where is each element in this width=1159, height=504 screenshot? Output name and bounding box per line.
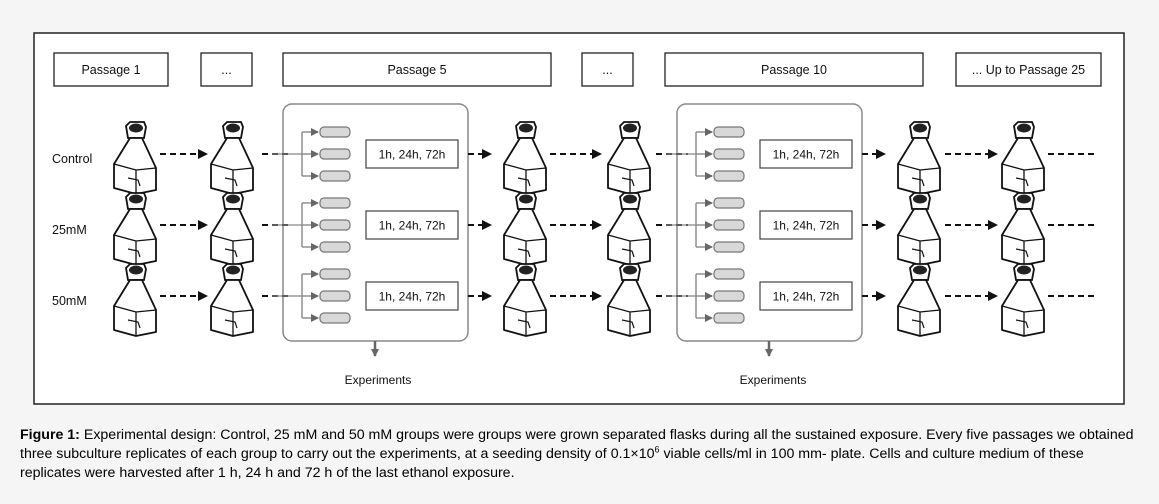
row-50mm: 1h, 24h, 72h 1h, 24h, 72h [113,263,1094,337]
flask-icon [897,121,941,195]
header-passage-1: Passage 1 [53,52,169,87]
row-control: 1h, 24h, 72h 1h, 24h, 72h [113,121,1094,195]
time-points-box-label: 1h, 24h, 72h [379,290,446,304]
culture-tube [319,148,351,160]
time-points-box-label: 1h, 24h, 72h [773,148,840,162]
time-points-box-label: 1h, 24h, 72h [773,290,840,304]
header-passage-10-label: Passage 10 [761,63,827,77]
flask-icon [210,121,254,195]
culture-tube [713,290,745,302]
time-points-box-label: 1h, 24h, 72h [379,219,446,233]
flask-icon [503,192,547,266]
header-ellipsis-2-label: ... [602,63,612,77]
experiments-label-passage-10: Experiments [740,373,807,387]
time-points-box: 1h, 24h, 72h [759,281,853,311]
culture-tube [319,170,351,182]
time-points-box: 1h, 24h, 72h [759,210,853,240]
subculture-replicates [272,268,351,324]
subculture-replicates [666,268,745,324]
experimental-design-diagram: Passage 1... Passage 5... Passage 10 ... Up… [33,32,1125,405]
culture-tube [319,268,351,280]
culture-tube [319,126,351,138]
row-label-1: 25mM [52,223,87,237]
flask-icon [210,263,254,337]
time-points-box: 1h, 24h, 72h [365,139,459,169]
subculture-replicates [666,126,745,182]
header-passage-10: Passage 10 [664,52,924,87]
subculture-replicates [272,197,351,253]
header-passage-1-label: Passage 1 [81,63,140,77]
culture-tube [713,126,745,138]
figure-caption: Figure 1: Experimental design: Control, … [20,426,1140,483]
culture-tube [319,241,351,253]
time-points-box-label: 1h, 24h, 72h [773,219,840,233]
header-passage-5-label: Passage 5 [387,63,446,77]
diagram-border [33,32,1125,405]
culture-tube [713,197,745,209]
flask-icon [210,192,254,266]
caption-label: Figure 1: [20,427,80,443]
row-label-0: Control [52,152,92,166]
time-points-box: 1h, 24h, 72h [365,210,459,240]
flask-icon [607,192,651,266]
time-points-box: 1h, 24h, 72h [365,281,459,311]
header-ellipsis-1-label: ... [221,63,231,77]
culture-tube [713,312,745,324]
culture-tube [713,219,745,231]
subculture-replicates [666,197,745,253]
header-ellipsis-1: ... [200,52,253,87]
flask-icon [607,263,651,337]
row-label-2: 50mM [52,294,87,308]
flask-icon [897,192,941,266]
subculture-replicates [272,126,351,182]
flask-icon [1001,192,1045,266]
flask-icon [897,263,941,337]
time-points-box-label: 1h, 24h, 72h [379,148,446,162]
time-points-box: 1h, 24h, 72h [759,139,853,169]
flask-icon [607,121,651,195]
flask-icon [113,192,157,266]
flask-icon [113,263,157,337]
culture-tube [319,219,351,231]
culture-tube [713,170,745,182]
flask-icon [113,121,157,195]
flask-icon [503,121,547,195]
caption-text-part1: Experimental design: Control, 25 mM and … [20,427,1134,462]
flask-icon [503,263,547,337]
culture-tube [319,197,351,209]
header-up-to-passage-25: ... Up to Passage 25 [955,52,1102,87]
culture-tube [319,312,351,324]
header-up-to-passage-25-label: ... Up to Passage 25 [972,63,1085,77]
culture-tube [319,290,351,302]
culture-tube [713,268,745,280]
flask-icon [1001,263,1045,337]
caption-text-part2: viable cells/ml in 100 mm- plate. Cells … [20,446,1084,481]
flask-icon [1001,121,1045,195]
row-25mm: 1h, 24h, 72h 1h, 24h, 72h [113,192,1094,266]
header-passage-5: Passage 5 [282,52,552,87]
culture-tube [713,148,745,160]
experiments-label-passage-5: Experiments [345,373,412,387]
header-ellipsis-2: ... [581,52,634,87]
caption-exponent: 6 [654,444,660,455]
culture-tube [713,241,745,253]
